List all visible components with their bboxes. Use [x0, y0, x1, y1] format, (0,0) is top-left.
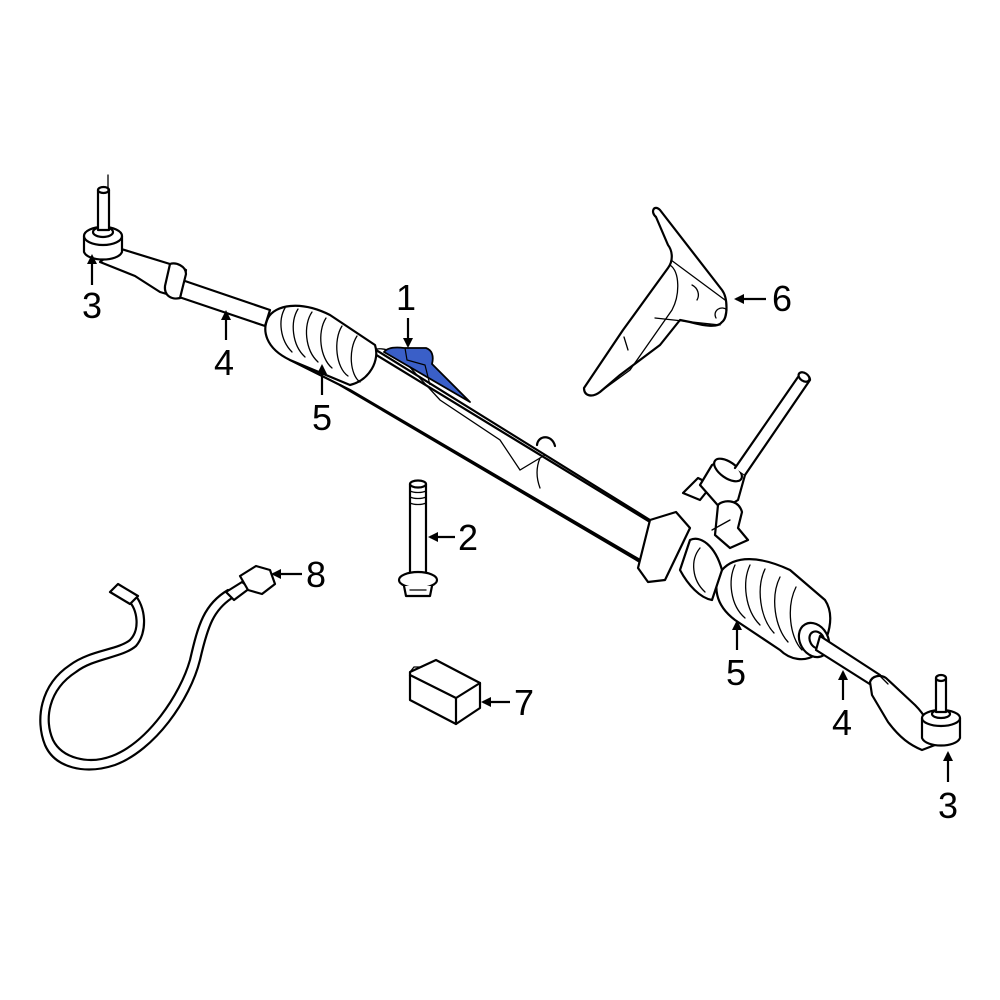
heat-shield[interactable] — [582, 206, 728, 397]
callout-4-right[interactable]: 4 — [832, 670, 852, 743]
callout-label-4-left: 4 — [214, 342, 234, 383]
wiring-harness[interactable] — [39, 564, 277, 771]
callout-label-3-right: 3 — [938, 785, 958, 826]
callout-label-4-right: 4 — [832, 702, 852, 743]
callout-label-7: 7 — [514, 682, 534, 723]
callout-6[interactable]: 6 — [734, 278, 792, 319]
callout-3-left[interactable]: 3 — [82, 254, 102, 326]
boot-left[interactable] — [264, 304, 378, 387]
callout-label-6: 6 — [772, 278, 792, 319]
callout-label-5-left: 5 — [312, 397, 332, 438]
callout-label-5-right: 5 — [726, 652, 746, 693]
callout-5-left[interactable]: 5 — [312, 364, 332, 438]
highlighted-part-1[interactable] — [383, 346, 471, 403]
outer-tie-rod-end-right[interactable] — [868, 673, 962, 752]
pinion-housing[interactable] — [681, 370, 812, 550]
callout-5-right[interactable]: 5 — [726, 620, 746, 693]
control-module[interactable] — [408, 658, 482, 726]
callout-8[interactable]: 8 — [271, 554, 326, 595]
callout-label-1: 1 — [396, 277, 416, 318]
rack-housing — [288, 316, 692, 584]
inner-tie-rod-left[interactable] — [174, 278, 272, 328]
callout-label-2: 2 — [458, 517, 478, 558]
callout-1[interactable]: 1 — [396, 277, 416, 348]
callout-4-left[interactable]: 4 — [214, 310, 234, 383]
callout-label-8: 8 — [306, 554, 326, 595]
callout-2[interactable]: 2 — [428, 517, 478, 558]
callout-7[interactable]: 7 — [481, 682, 534, 723]
callout-3-right[interactable]: 3 — [938, 751, 958, 826]
callout-label-3-left: 3 — [82, 285, 102, 326]
mounting-bolt[interactable] — [397, 479, 439, 598]
boot-right[interactable] — [678, 537, 835, 663]
outer-tie-rod-end-left[interactable] — [82, 174, 188, 300]
